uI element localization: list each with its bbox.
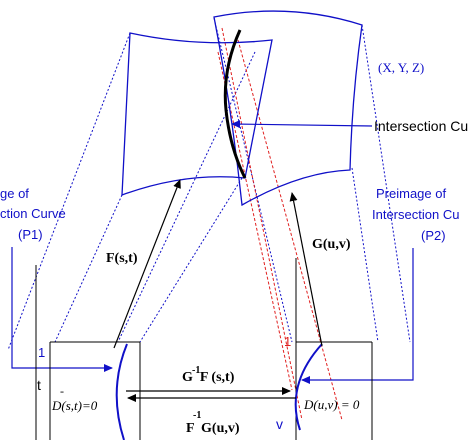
map-label-F: F(s,t) xyxy=(106,251,138,266)
label-G-inv-F: G F (s,t) xyxy=(182,370,235,385)
map-label-G: G(u,v) xyxy=(312,237,351,252)
map-arrow-F xyxy=(113,179,181,349)
space-label: (X, Y, Z) xyxy=(378,60,424,75)
preimage-right-callout: Preimage of Intersection Cu (P2) xyxy=(301,186,459,384)
intersection-curve-label: Intersection Cu xyxy=(374,118,468,134)
right-axis-v: v xyxy=(276,416,283,432)
preimage-left-line1: ge of xyxy=(0,186,29,201)
intersection-curve xyxy=(223,29,247,179)
preimage-curve-right xyxy=(294,343,323,431)
preimage-left-callout: ge of ction Curve (P1) xyxy=(0,186,113,372)
left-equation-bar: - xyxy=(60,384,64,398)
right-tick-one: 1 xyxy=(284,334,291,349)
preimage-right-line1: Preimage of xyxy=(376,186,446,201)
preimage-right-line3: (P2) xyxy=(421,228,446,243)
preimage-left-line2: ction Curve xyxy=(0,206,66,221)
intersection-callout-arrow xyxy=(231,120,373,129)
label-F-inv-G-sup: -1 xyxy=(193,410,201,421)
surface-patch-right xyxy=(213,10,363,207)
red-projection-lines xyxy=(217,27,343,421)
domain-left: 1 t - D(s,t)=0 xyxy=(35,265,141,440)
preimage-curve-left xyxy=(115,343,128,440)
preimage-left-line3: (P1) xyxy=(18,227,43,242)
right-equation: D(u,v) = 0 xyxy=(303,397,360,412)
map-arrow-G xyxy=(289,192,323,347)
label-F-inv-G: F G(u,v) xyxy=(186,421,240,436)
blue-projection-lines xyxy=(7,17,411,351)
left-tick-one: 1 xyxy=(38,345,45,360)
preimage-right-line2: Intersection Cu xyxy=(372,207,459,222)
domain-right: 1 v D(u,v) = 0 xyxy=(276,258,373,440)
left-axis-t: t xyxy=(37,377,41,393)
left-equation: D(s,t)=0 xyxy=(51,398,98,413)
label-G-inv-F-sup: -1 xyxy=(192,365,200,376)
surface-patch-left xyxy=(121,32,273,196)
